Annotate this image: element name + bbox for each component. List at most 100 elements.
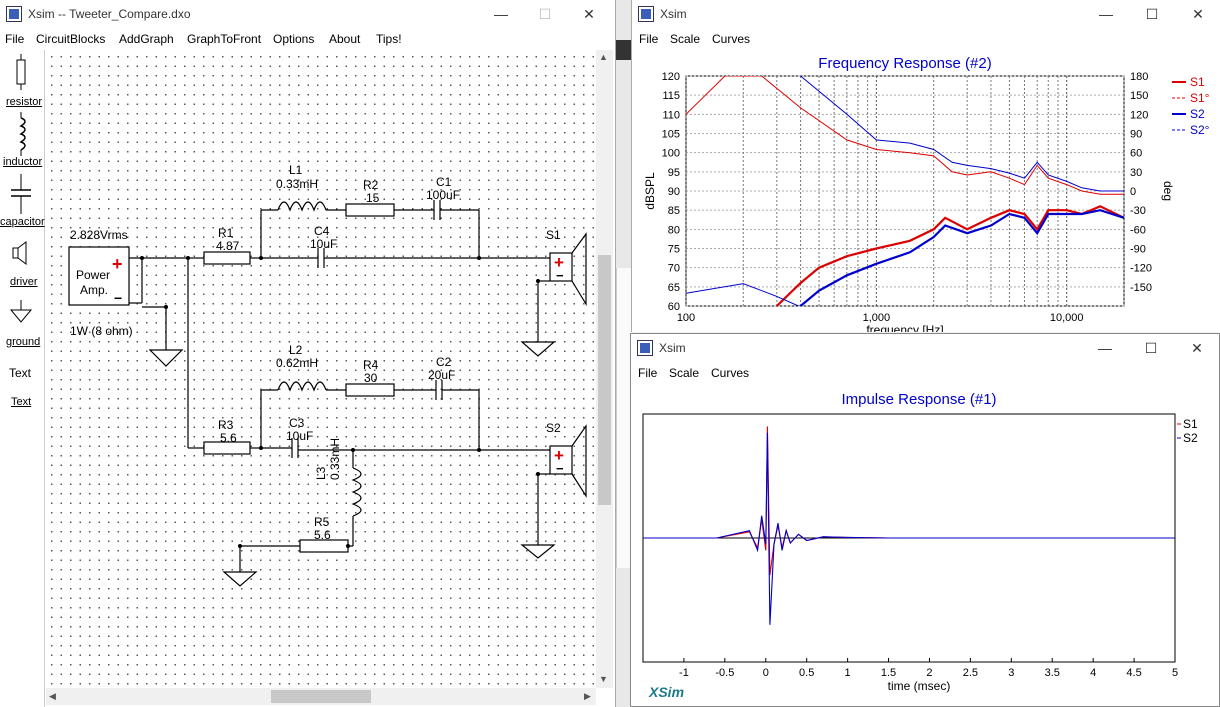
main-menubar: File CircuitBlocks AddGraph GraphToFront…: [0, 30, 615, 50]
x-tick-label: 4: [1090, 667, 1096, 679]
source-plus: +: [112, 254, 123, 274]
toolbar-resistor-label[interactable]: resistor: [6, 96, 43, 108]
l1-inductor[interactable]: [277, 201, 327, 212]
y2-tick-label: -30: [1130, 205, 1146, 217]
x-axis-label: frequency [Hz]: [866, 323, 943, 332]
horizontal-scroll-thumb[interactable]: [271, 690, 371, 703]
toolbar-driver-label[interactable]: driver: [10, 276, 38, 288]
x-tick-label: 3.5: [1045, 667, 1060, 679]
source-label-2: Amp.: [80, 283, 109, 297]
l1-value: 0.33mH: [276, 177, 319, 191]
minimize-button[interactable]: —: [1098, 340, 1112, 356]
y-tick-label: 100: [662, 148, 680, 160]
chart-title: Frequency Response (#2): [818, 55, 991, 72]
y-tick-label: 85: [668, 205, 680, 217]
menu-file[interactable]: File: [639, 32, 659, 46]
y2-tick-label: -60: [1130, 224, 1146, 236]
l2-inductor[interactable]: [277, 381, 327, 392]
x-tick-label: 0: [763, 667, 769, 679]
component-toolbar: resistor inductor capacitor driver groun…: [0, 50, 45, 707]
s1-name: S1: [546, 228, 561, 242]
r5-name: R5: [314, 515, 330, 529]
scroll-left-icon[interactable]: ◀: [49, 691, 56, 701]
close-button[interactable]: ✕: [1191, 340, 1203, 356]
s2-name: S2: [546, 421, 561, 435]
l3-inductor[interactable]: [351, 467, 362, 517]
menu-scale[interactable]: Scale: [669, 366, 700, 380]
schematic-canvas[interactable]: 2.828Vrms Power Amp. + − 1W (8 ohm) R1 4…: [46, 50, 596, 688]
close-button[interactable]: ✕: [1192, 6, 1204, 22]
y-tick-label: 110: [662, 109, 680, 121]
main-titlebar[interactable]: Xsim -- Tweeter_Compare.dxo — ☐ ✕: [0, 0, 615, 30]
y2-tick-label: -90: [1130, 244, 1146, 256]
menu-file[interactable]: File: [5, 32, 25, 46]
legend-label: S1: [1183, 417, 1198, 431]
text-icon[interactable]: Text: [9, 366, 32, 380]
toolbar-capacitor-label[interactable]: capacitor: [0, 216, 45, 228]
menu-file[interactable]: File: [638, 366, 658, 380]
background-window-strip: [616, 0, 633, 707]
toolbar-text-label[interactable]: Text: [11, 396, 32, 408]
menu-curves[interactable]: Curves: [712, 32, 751, 46]
r2-resistor[interactable]: [345, 203, 395, 217]
impulse-window: Xsim — ☐ ✕ File Scale Curves Impulse Res…: [630, 333, 1220, 707]
y-tick-label: 95: [668, 167, 680, 179]
vertical-scrollbar[interactable]: ▲ ▼: [596, 50, 613, 688]
toolbar-ground-label[interactable]: ground: [6, 336, 41, 348]
s2-driver[interactable]: [549, 445, 573, 475]
x-tick-label: -1: [679, 667, 689, 679]
driver-icon[interactable]: [0, 240, 44, 270]
r5-value: 5.6: [314, 528, 331, 542]
menu-scale[interactable]: Scale: [670, 32, 701, 46]
menu-addgraph[interactable]: AddGraph: [119, 32, 174, 46]
source-load: 1W (8 ohm): [70, 324, 133, 338]
menu-graphtofront[interactable]: GraphToFront: [187, 32, 262, 46]
power-amp-block[interactable]: [68, 246, 130, 306]
y-tick-label: 80: [668, 224, 680, 236]
menu-circuitblocks[interactable]: CircuitBlocks: [36, 32, 106, 46]
impulse-titlebar[interactable]: Xsim — ☐ ✕: [631, 334, 1219, 364]
close-button[interactable]: ✕: [583, 6, 595, 22]
menu-options[interactable]: Options: [273, 32, 315, 46]
y-tick-label: 90: [668, 186, 680, 198]
l1-name: L1: [289, 163, 303, 177]
x-tick-label: 0.5: [799, 667, 814, 679]
y2-tick-label: -150: [1130, 282, 1152, 294]
menu-tips[interactable]: Tips!: [376, 32, 402, 46]
y-tick-label: 60: [668, 301, 680, 313]
horizontal-scrollbar[interactable]: ◀ ▶: [46, 688, 596, 705]
toolbar-inductor-label[interactable]: inductor: [3, 156, 43, 168]
s1-minus: −: [556, 268, 564, 283]
minimize-button[interactable]: —: [1099, 6, 1113, 22]
maximize-button[interactable]: ☐: [1144, 340, 1158, 356]
minimize-button[interactable]: —: [494, 6, 508, 22]
ground-icon[interactable]: [0, 298, 44, 328]
c2-value: 20uF: [428, 368, 456, 382]
r1-resistor[interactable]: [203, 251, 251, 265]
s1-driver[interactable]: [549, 252, 573, 282]
source-label-1: Power: [76, 268, 111, 282]
maximize-button[interactable]: ☐: [1145, 6, 1159, 22]
menu-about[interactable]: About: [329, 32, 361, 46]
menu-curves[interactable]: Curves: [711, 366, 750, 380]
frequency-window: Xsim — ☐ ✕ File Scale Curves Frequency R…: [631, 0, 1220, 332]
scroll-right-icon[interactable]: ▶: [584, 691, 591, 701]
impulse-window-title: Xsim: [659, 341, 686, 355]
capacitor-icon[interactable]: [0, 172, 44, 218]
r4-resistor[interactable]: [345, 383, 395, 397]
app-icon: [637, 340, 653, 356]
resistor-icon[interactable]: [0, 54, 44, 94]
y-tick-label: 65: [668, 282, 680, 294]
scroll-up-icon[interactable]: ▲: [599, 52, 608, 62]
x-tick-label: 2: [926, 667, 932, 679]
legend-label: S2: [1183, 431, 1198, 445]
frequency-titlebar[interactable]: Xsim — ☐ ✕: [632, 0, 1220, 30]
scroll-down-icon[interactable]: ▼: [599, 674, 608, 684]
main-window: Xsim -- Tweeter_Compare.dxo — ☐ ✕ File C…: [0, 0, 616, 707]
inductor-icon[interactable]: [0, 112, 44, 158]
vertical-scroll-thumb[interactable]: [598, 255, 611, 505]
app-icon: [6, 6, 22, 22]
r4-name: R4: [363, 358, 379, 372]
maximize-button[interactable]: ☐: [538, 6, 552, 22]
y2-axis-label: deg: [1161, 181, 1175, 201]
